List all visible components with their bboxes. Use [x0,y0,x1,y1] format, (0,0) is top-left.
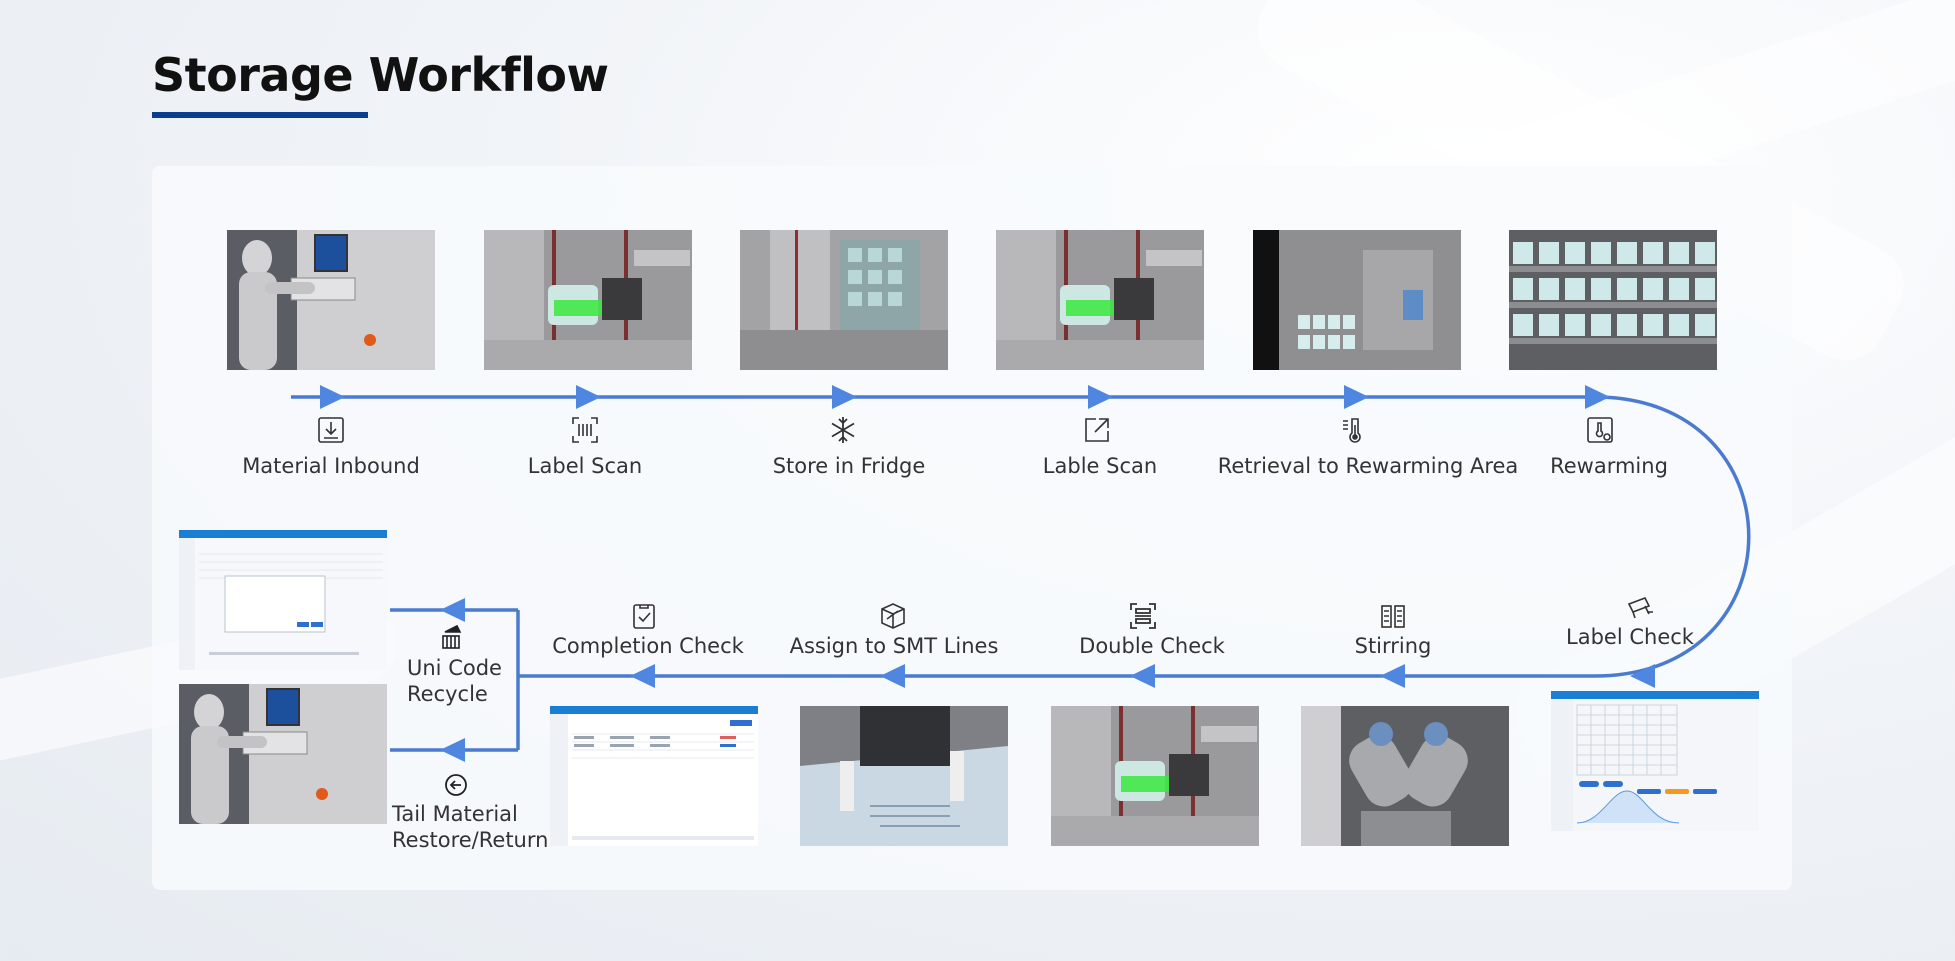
step-label-lable-scan: Lable Scan [1042,454,1158,478]
page-title: Storage Workflow [152,48,609,102]
image-software-recycle-dialog [179,530,387,670]
scan-frame-icon [1128,601,1158,631]
image-robot-gripper-scanning-jar-3 [1051,706,1259,846]
snowflake-icon [828,415,858,445]
step-label-label-check: Label Check [1566,625,1694,649]
image-fridge-storage-rack [740,230,948,370]
step-label-store-in-fridge: Store in Fridge [772,454,926,478]
image-operator-loading-cabinet [227,230,435,370]
clipboard-check-icon [629,601,659,631]
image-software-completion-screen [550,706,758,846]
mixer-icon [1378,601,1408,631]
thermometer-box-icon [1585,415,1615,445]
image-software-label-check-screen [1551,691,1759,831]
image-rewarming-rack-robot [1253,230,1461,370]
flow-arrow-markers [320,385,1655,762]
step-label-double-check: Double Check [1079,634,1225,658]
scanner-camera-icon [1625,592,1655,622]
branch-label-uni-code-line2: Recycle [407,682,488,706]
export-arrow-icon [1082,415,1112,445]
step-label-retrieval: Retrieval to Rewarming Area [1217,454,1519,478]
step-label-material-inbound: Material Inbound [242,454,420,478]
step-label-rewarming: Rewarming [1550,454,1668,478]
title-underline [152,112,368,118]
package-icon [878,601,908,631]
recycle-bin-icon [436,622,466,652]
barcode-scan-icon [570,415,600,445]
image-stirring-robot-arms [1301,706,1509,846]
step-label-assign-smt: Assign to SMT Lines [789,634,999,658]
return-circle-icon [441,770,471,800]
branch-label-uni-code-line1: Uni Code [407,656,502,680]
image-robot-gripper-scanning-jar [484,230,692,370]
thermometer-icon [1339,415,1369,445]
image-smt-stencil-printer [800,706,1008,846]
image-robot-gripper-scanning-jar-2 [996,230,1204,370]
step-label-stirring: Stirring [1354,634,1432,658]
inbound-tray-icon [316,415,346,445]
step-label-completion-check: Completion Check [552,634,744,658]
branch-label-tail-line2: Restore/Return [392,828,549,852]
image-jars-on-shelves [1509,230,1717,370]
branch-label-tail-line1: Tail Material [392,802,518,826]
step-label-label-scan: Label Scan [527,454,643,478]
image-operator-loading-cabinet-2 [179,684,387,824]
